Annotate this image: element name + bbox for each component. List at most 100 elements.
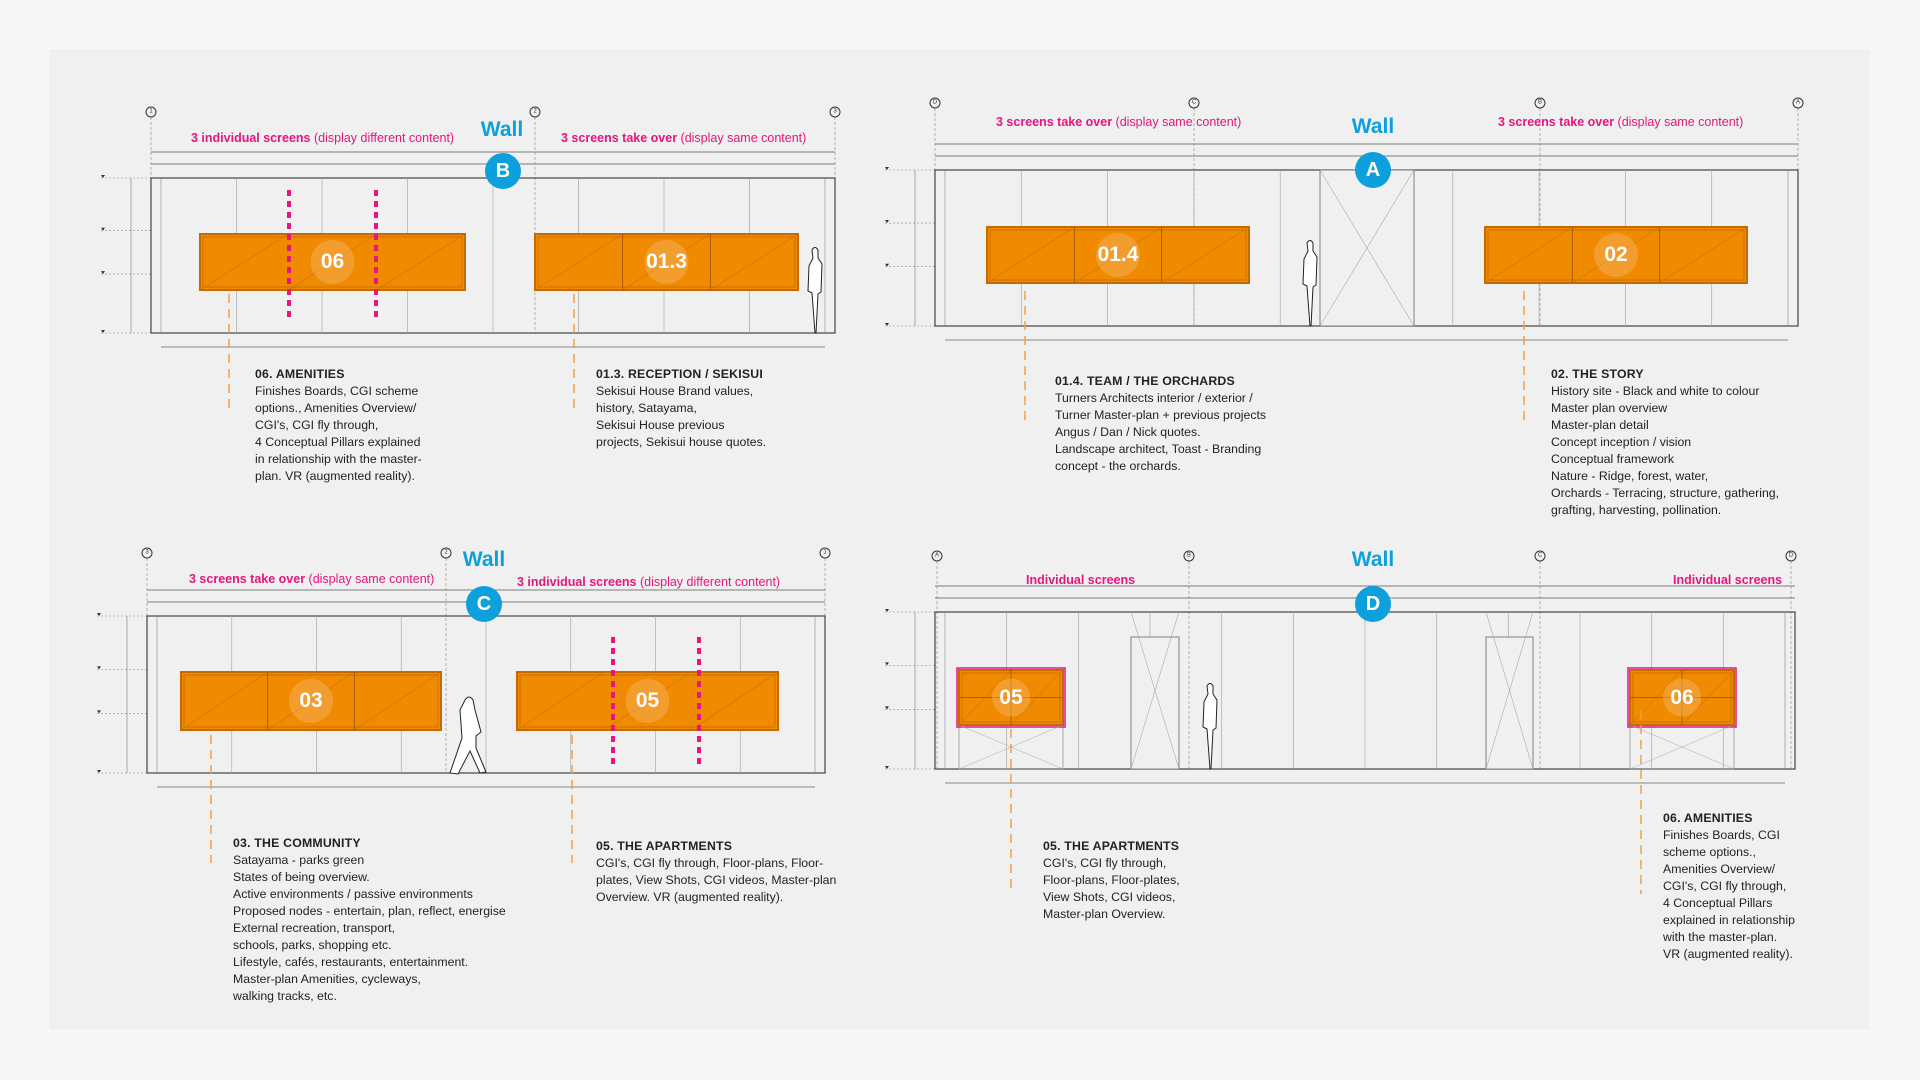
- screen-diagonal: [180, 671, 268, 731]
- grid-marker: 1: [145, 106, 157, 118]
- content-line: States of being overview.: [233, 870, 370, 884]
- content-line: Master-plan Overview.: [1043, 907, 1166, 921]
- level-marker-icon: [885, 766, 889, 769]
- content-line: VR (augmented reality).: [1663, 947, 1793, 961]
- screen-diagonal: [1572, 226, 1660, 284]
- screen-diagonal: [354, 671, 442, 731]
- screen-diagonal: [1074, 226, 1162, 284]
- door: [1130, 636, 1180, 770]
- content-line: Master-plan detail: [1551, 418, 1649, 432]
- level-marker-icon: [97, 613, 101, 616]
- content-line: projects, Sekisui house quotes.: [596, 435, 767, 449]
- screen-diagonal: [1161, 226, 1250, 284]
- screen-mode-label-detail: (display different content): [636, 575, 781, 589]
- screen-bezel: [202, 236, 463, 288]
- content-line: scheme options.,: [1663, 845, 1756, 859]
- content-description: 05. THE APARTMENTS CGI's, CGI fly through…: [1043, 838, 1180, 923]
- content-line: Sekisui House Brand values,: [596, 384, 754, 398]
- content-line: explained in relationship: [1663, 913, 1795, 927]
- screen-diagonal: [690, 671, 779, 731]
- level-marker-icon: [885, 609, 889, 612]
- content-line: Sekisui House previous: [596, 418, 725, 432]
- screen-diagonal: [710, 233, 799, 291]
- screen-mode-label-detail: (display same content): [1112, 115, 1242, 129]
- level-marker-icon: [885, 706, 889, 710]
- content-description: 06. AMENITIES Finishes Boards, CGI scheme …: [1663, 810, 1795, 963]
- content-line: Satayama - parks green: [233, 853, 365, 867]
- level-marker-icon: [101, 227, 105, 231]
- grid-marker: D: [1785, 550, 1797, 562]
- content-line: in relationship with the master-: [255, 452, 422, 466]
- content-title: 02. THE STORY: [1551, 367, 1644, 381]
- grid-marker: A: [1792, 97, 1804, 109]
- grid-marker: D: [929, 97, 941, 109]
- screen-bezel: [183, 674, 439, 728]
- screen-mode-label-bold: 3 screens take over: [1498, 115, 1615, 129]
- content-line: walking tracks, etc.: [233, 989, 337, 1003]
- wall-id-badge: B: [485, 153, 521, 189]
- screen-number-badge: [644, 240, 689, 284]
- human-figure-icon: [1302, 240, 1318, 327]
- screen-highlight: [956, 667, 1066, 728]
- grid-marker: 2: [440, 547, 452, 559]
- screen-diagonal: [516, 671, 605, 731]
- wall-label: Wall: [1351, 548, 1395, 571]
- content-line: Amenities Overview/: [1663, 862, 1776, 876]
- content-title: 06. AMENITIES: [1663, 811, 1753, 825]
- screen-diagonal: [1659, 226, 1748, 284]
- screen-number: 01.4: [1097, 243, 1139, 266]
- content-title: 06. AMENITIES: [255, 367, 345, 381]
- screen-mode-label-detail: (display same content): [677, 131, 807, 145]
- screen-diagonal: [986, 226, 1075, 284]
- screen-number: 06: [320, 250, 345, 273]
- content-title: 05. THE APARTMENTS: [1043, 839, 1180, 853]
- door-swing: [1485, 611, 1534, 770]
- content-line: Active environments / passive environmen…: [233, 887, 473, 901]
- screen-diagonal: [267, 671, 355, 731]
- screen-diagonal: [622, 233, 711, 291]
- content-line: options., Amenities Overview/: [255, 401, 417, 415]
- wall-label: Wall: [462, 548, 506, 571]
- content-line: schools, parks, shopping etc.: [233, 938, 392, 952]
- screen-mode-label: 3 individual screens (display different …: [191, 131, 454, 145]
- content-line: Finishes Boards, CGI: [1663, 828, 1780, 842]
- screen-number: 02: [1604, 243, 1628, 266]
- content-line: Conceptual framework: [1551, 452, 1675, 466]
- screen-mode-label-bold: Individual screens: [1673, 573, 1783, 587]
- content-line: with the master-plan.: [1663, 930, 1778, 944]
- screen-number-badge: [1594, 233, 1638, 277]
- content-line: Lifestyle, cafés, restaurants, entertain…: [233, 955, 469, 969]
- content-line: CGI's, CGI fly through, Floor-plans, Flo…: [596, 856, 824, 870]
- content-line: Concept inception / vision: [1551, 435, 1692, 449]
- level-marker-icon: [885, 263, 889, 267]
- content-line: Orchards - Terracing, structure, gatheri…: [1551, 486, 1780, 500]
- wall-label: Wall: [480, 118, 524, 141]
- screen-mode-label-bold: 3 screens take over: [561, 131, 678, 145]
- screen-mode-label: Individual screens: [1026, 573, 1135, 587]
- screen-number: 01.3: [646, 250, 687, 273]
- human-figure-icon: [807, 247, 823, 334]
- level-marker-icon: [885, 167, 889, 170]
- content-line: View Shots, CGI videos,: [1043, 890, 1176, 904]
- content-title: 05. THE APARTMENTS: [596, 839, 733, 853]
- content-description: 05. THE APARTMENTS CGI's, CGI fly through…: [596, 838, 836, 906]
- stand-bracing: [1629, 724, 1735, 770]
- screen-mode-label: 3 individual screens (display different …: [517, 575, 780, 589]
- screen-number-badge: [992, 678, 1030, 717]
- grid-marker: A: [931, 550, 943, 562]
- screen-bezel: [989, 229, 1247, 281]
- grid-marker: B: [1534, 97, 1546, 109]
- content-line: Proposed nodes - entertain, plan, reflec…: [233, 904, 506, 918]
- content-line: history, Satayama,: [596, 401, 697, 415]
- content-line: Angus / Dan / Nick quotes.: [1055, 425, 1201, 439]
- content-line: concept - the orchards.: [1055, 459, 1181, 473]
- content-line: Master plan overview: [1551, 401, 1668, 415]
- screen-bezel: [537, 236, 796, 288]
- content-title: 01.4. TEAM / THE ORCHARDS: [1055, 374, 1235, 388]
- content-line: CGI's, CGI fly through,: [1043, 856, 1167, 870]
